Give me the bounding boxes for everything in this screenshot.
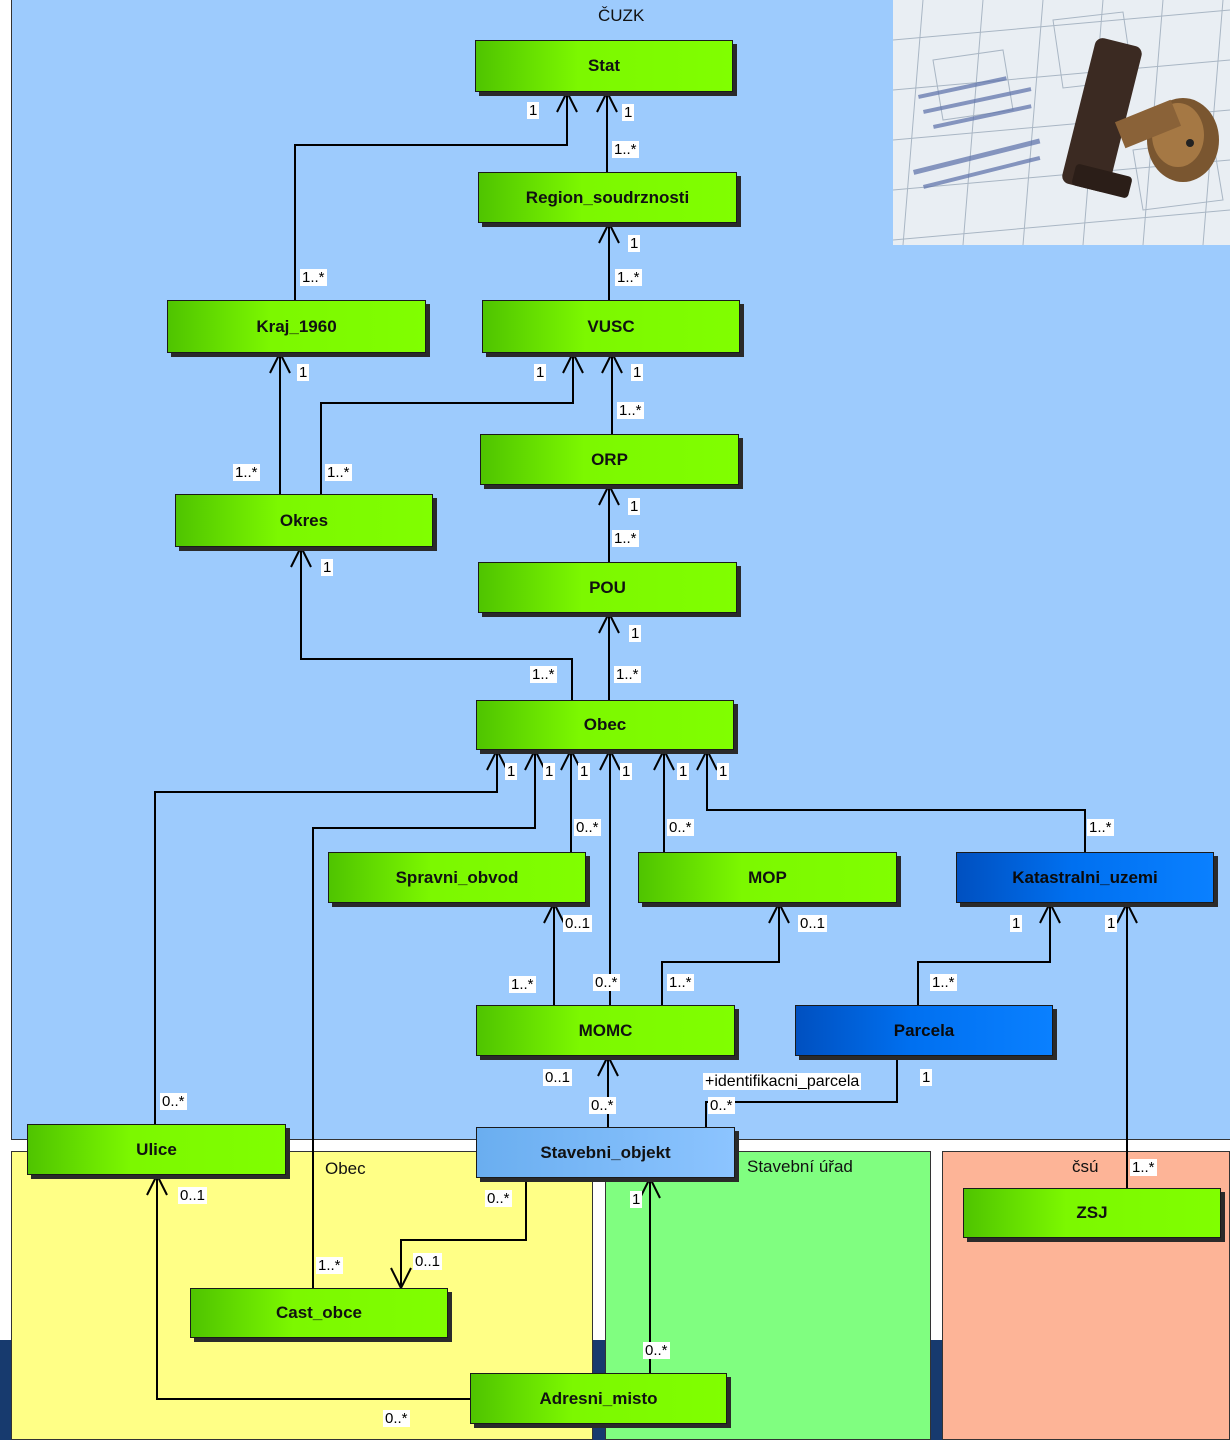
multiplicity-label: 0..* bbox=[643, 1342, 670, 1359]
multiplicity-label: 0..1 bbox=[798, 915, 828, 932]
multiplicity-label: 1 bbox=[543, 763, 556, 780]
class-region-soudrznosti[interactable]: Region_soudrznosti bbox=[478, 172, 737, 223]
region-label-obec: Obec bbox=[325, 1159, 366, 1178]
multiplicity-label: 1 bbox=[1010, 915, 1023, 932]
class-vusc[interactable]: VUSC bbox=[482, 300, 740, 353]
multiplicity-label: 1..* bbox=[316, 1257, 343, 1274]
class-ulice[interactable]: Ulice bbox=[27, 1124, 286, 1175]
role-label: +identifikacni_parcela bbox=[703, 1073, 862, 1090]
multiplicity-label: 0..* bbox=[593, 974, 620, 991]
region-label-stavebni-urad: Stavební úřad bbox=[747, 1157, 853, 1176]
multiplicity-label: 0..* bbox=[574, 819, 601, 836]
multiplicity-label: 1..* bbox=[1087, 819, 1114, 836]
multiplicity-label: 1 bbox=[321, 559, 334, 576]
multiplicity-label: 1..* bbox=[612, 141, 639, 158]
multiplicity-label: 1 bbox=[578, 763, 591, 780]
class-kraj-1960[interactable]: Kraj_1960 bbox=[167, 300, 426, 353]
class-spravni-obvod[interactable]: Spravni_obvod bbox=[328, 852, 586, 903]
multiplicity-label: 1 bbox=[629, 625, 642, 642]
multiplicity-label: 0..1 bbox=[563, 915, 593, 932]
region-label-cuzk: ČUZK bbox=[598, 6, 645, 25]
multiplicity-label: 1 bbox=[920, 1069, 933, 1086]
multiplicity-label: 1..* bbox=[1130, 1159, 1157, 1176]
class-pou[interactable]: POU bbox=[478, 562, 737, 613]
class-orp[interactable]: ORP bbox=[480, 434, 739, 485]
class-zsj[interactable]: ZSJ bbox=[963, 1188, 1221, 1238]
multiplicity-label: 1..* bbox=[614, 666, 641, 683]
class-okres[interactable]: Okres bbox=[175, 494, 433, 547]
multiplicity-label: 0..* bbox=[383, 1410, 410, 1427]
class-cast-obce[interactable]: Cast_obce bbox=[190, 1288, 448, 1338]
multiplicity-label: 1..* bbox=[325, 464, 352, 481]
multiplicity-label: 1 bbox=[677, 763, 690, 780]
multiplicity-label: 1..* bbox=[233, 464, 260, 481]
multiplicity-label: 1 bbox=[630, 1191, 643, 1208]
class-stat[interactable]: Stat bbox=[475, 40, 733, 92]
multiplicity-label: 0..* bbox=[667, 819, 694, 836]
multiplicity-label: 1 bbox=[622, 104, 635, 121]
multiplicity-label: 1..* bbox=[615, 269, 642, 286]
class-parcela[interactable]: Parcela bbox=[795, 1005, 1053, 1056]
region-label-csu: čsú bbox=[1072, 1157, 1099, 1176]
multiplicity-label: 1 bbox=[505, 763, 518, 780]
multiplicity-label: 1..* bbox=[612, 530, 639, 547]
multiplicity-label: 1..* bbox=[930, 974, 957, 991]
multiplicity-label: 1 bbox=[527, 102, 540, 119]
class-momc[interactable]: MOMC bbox=[476, 1005, 735, 1056]
multiplicity-label: 0..1 bbox=[178, 1187, 208, 1204]
multiplicity-label: 0..* bbox=[485, 1190, 512, 1207]
multiplicity-label: 1 bbox=[297, 364, 310, 381]
multiplicity-label: 1..* bbox=[530, 666, 557, 683]
class-stavebni-objekt[interactable]: Stavebni_objekt bbox=[476, 1127, 735, 1178]
multiplicity-label: 1 bbox=[631, 364, 644, 381]
multiplicity-label: 1 bbox=[620, 763, 633, 780]
class-obec[interactable]: Obec bbox=[476, 700, 734, 750]
class-mop[interactable]: MOP bbox=[638, 852, 897, 903]
multiplicity-label: 1..* bbox=[667, 974, 694, 991]
multiplicity-label: 1 bbox=[534, 364, 547, 381]
multiplicity-label: 1..* bbox=[509, 976, 536, 993]
multiplicity-label: 1..* bbox=[617, 402, 644, 419]
multiplicity-label: 0..* bbox=[708, 1097, 735, 1114]
multiplicity-label: 1 bbox=[628, 235, 641, 252]
stamp-photo bbox=[893, 0, 1230, 245]
multiplicity-label: 0..1 bbox=[413, 1253, 443, 1270]
multiplicity-label: 0..1 bbox=[543, 1069, 573, 1086]
background-band-left bbox=[0, 1340, 11, 1440]
multiplicity-label: 1 bbox=[628, 498, 641, 515]
class-adresni-misto[interactable]: Adresni_misto bbox=[470, 1373, 727, 1424]
multiplicity-label: 0..* bbox=[160, 1093, 187, 1110]
multiplicity-label: 1..* bbox=[300, 269, 327, 286]
multiplicity-label: 0..* bbox=[589, 1097, 616, 1114]
multiplicity-label: 1 bbox=[1105, 915, 1118, 932]
background-band-right bbox=[931, 1340, 942, 1440]
multiplicity-label: 1 bbox=[717, 763, 730, 780]
class-katastralni-uzemi[interactable]: Katastralni_uzemi bbox=[956, 852, 1214, 903]
